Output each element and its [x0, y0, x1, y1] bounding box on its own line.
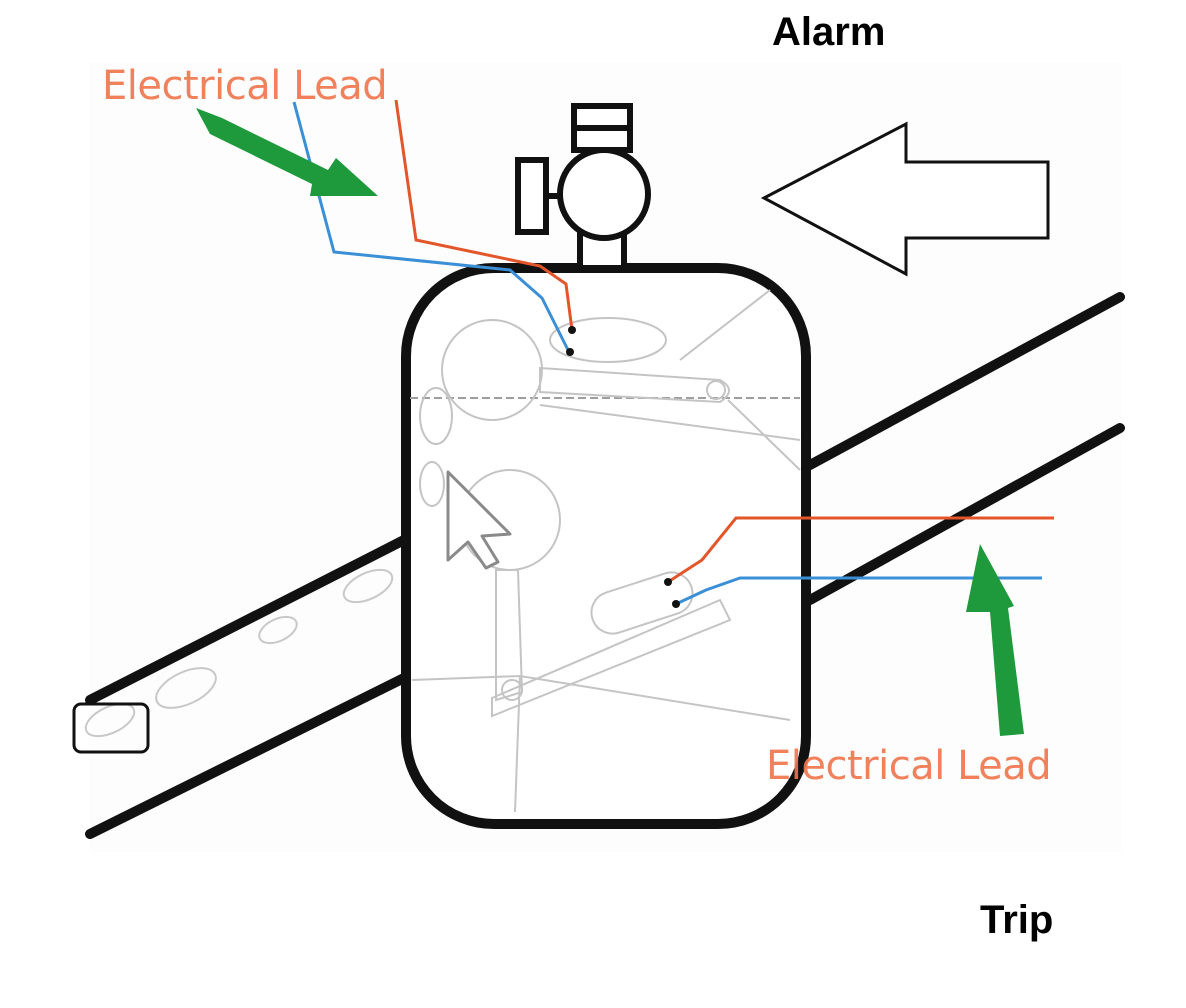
pipe-upper-wall-right: [805, 292, 1125, 470]
pipe-lower-wall: [85, 673, 409, 839]
highlight-box: [72, 702, 150, 754]
relay-body: [401, 263, 811, 829]
relay-internals: [410, 289, 801, 813]
green-arrow-icon: [966, 544, 1024, 736]
bottom-electrical-wires: [664, 516, 1054, 608]
lower-flap-arm: [491, 598, 732, 718]
lower-mercury-switch: [590, 571, 694, 635]
bottom-blue-wire: [675, 576, 1042, 606]
top-wire-terminal: [568, 326, 576, 334]
top-wire-terminal: [566, 348, 574, 356]
alarm-label: Alarm: [772, 10, 886, 54]
bottom-wire-terminal: [672, 600, 680, 608]
gas-bubble: [155, 667, 217, 709]
mouse-pointer-icon: [446, 470, 512, 570]
pipe: [84, 292, 1125, 839]
electrical-lead-label-top: Electrical Lead: [102, 63, 388, 109]
gas-release-valve: [515, 103, 651, 271]
gas-bubble: [342, 568, 394, 604]
upper-float: [441, 319, 543, 421]
electrical-lead-label-bottom: Electrical Lead: [766, 743, 1052, 789]
gas-bubble: [84, 702, 136, 738]
trip-label: Trip: [980, 898, 1054, 942]
upper-float-arm: [539, 366, 730, 404]
pipe-upper-wall: [85, 535, 409, 705]
pipe-lower-wall-right: [805, 423, 1125, 605]
top-electrical-wires: [292, 99, 576, 356]
upper-mercury-switch: [549, 317, 667, 363]
bottom-red-wire: [667, 516, 1054, 584]
hollow-left-arrow-icon: [760, 121, 1050, 277]
valve-body: [557, 147, 651, 241]
gas-bubble: [258, 615, 298, 645]
top-red-wire: [394, 99, 574, 331]
valve-handle: [515, 157, 549, 235]
green-arrow-icon: [196, 108, 378, 196]
top-blue-wire: [292, 101, 570, 351]
bottom-wire-terminal: [664, 578, 672, 586]
